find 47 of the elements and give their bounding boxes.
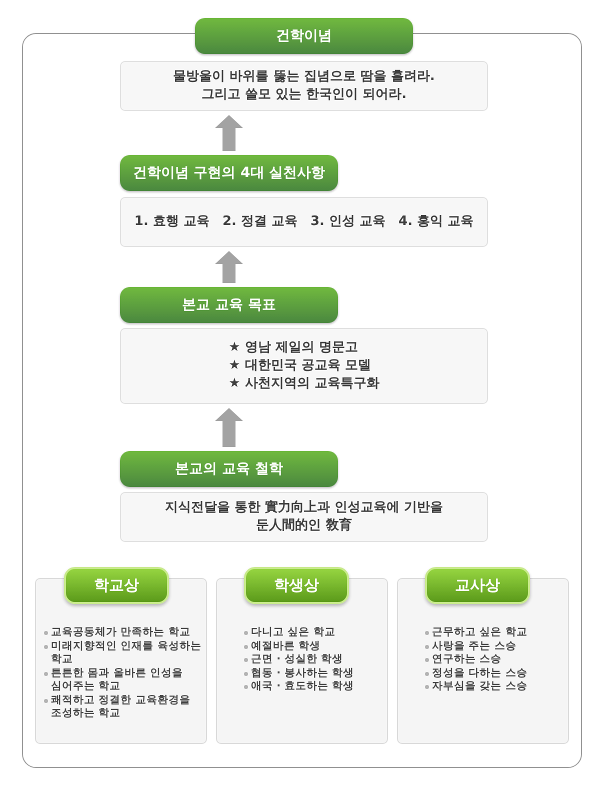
block-arrow	[215, 115, 243, 151]
info-card	[35, 578, 207, 744]
heading-tab	[425, 567, 530, 604]
list-item: 튼튼한 몸과 올바른 인성을 심어주는 학교	[51, 666, 184, 694]
tab-title: 학교상	[94, 576, 139, 595]
info-card	[397, 578, 569, 744]
section-title: 본교 교육 목표	[182, 296, 276, 314]
heading-tab	[244, 567, 349, 604]
list-item: 교육공동체가 만족하는 학교	[51, 626, 192, 640]
list-item: 자부심을 갖는 스승	[432, 680, 528, 694]
body-text: ★ 영남 제일의 명문고	[228, 339, 358, 357]
heading-tab	[64, 567, 169, 604]
list-item: 근무하고 싶은 학교	[432, 626, 528, 640]
body-text: 지식전달을 통한 實力向上과 인성교육에 기반을 둔人間的인 敎育	[164, 499, 444, 535]
tab-title: 교사상	[455, 576, 500, 595]
tab-title: 학생상	[274, 576, 319, 595]
body-text: 1. 효행 교육	[134, 213, 210, 231]
section-title: 건학이념 구현의 4대 실천사항	[132, 164, 326, 182]
list-item: 근면 · 성실한 학생	[251, 653, 344, 666]
info-card	[216, 578, 388, 744]
body-text: 물방울이 바위를 뚫는 집념으로 땀을 흘려라. 그리고 쓸모 있는 한국인이 되어라.	[172, 68, 436, 104]
title-banner	[120, 451, 338, 487]
body-text: ★ 대한민국 공교육 모델	[228, 357, 371, 375]
list-item: 협동 · 봉사하는 학생	[251, 666, 355, 680]
title-banner	[195, 18, 413, 54]
list-item: 다니고 싶은 학교	[251, 626, 336, 640]
body-text: 3. 인성 교육	[310, 213, 386, 231]
list-item: 연구하는 스승	[432, 653, 503, 666]
content-panel	[120, 328, 488, 404]
block-arrow	[215, 251, 243, 283]
section-title: 본교의 교육 철학	[175, 460, 283, 478]
list-item: 정성을 다하는 스승	[432, 666, 528, 680]
content-panel	[120, 61, 488, 111]
list-item: 쾌적하고 정결한 교육환경을 조성하는 학교	[51, 694, 192, 720]
body-text: 4. 홍익 교육	[398, 213, 474, 231]
list-item: 애국 · 효도하는 학생	[251, 680, 355, 694]
body-text: ★ 사천지역의 교육특구화	[228, 375, 380, 393]
list-item: 사랑을 주는 스승	[432, 640, 518, 653]
list-item: 예절바른 학생	[251, 640, 322, 653]
title-banner	[120, 287, 338, 323]
content-panel	[120, 197, 488, 247]
body-text: 2. 정결 교육	[222, 213, 298, 231]
section-title: 건학이념	[276, 27, 332, 45]
block-arrow	[215, 408, 243, 447]
title-banner	[120, 155, 338, 191]
content-panel	[120, 492, 488, 542]
list-item: 미래지향적인 인재를 육성하는 학교	[51, 640, 202, 666]
